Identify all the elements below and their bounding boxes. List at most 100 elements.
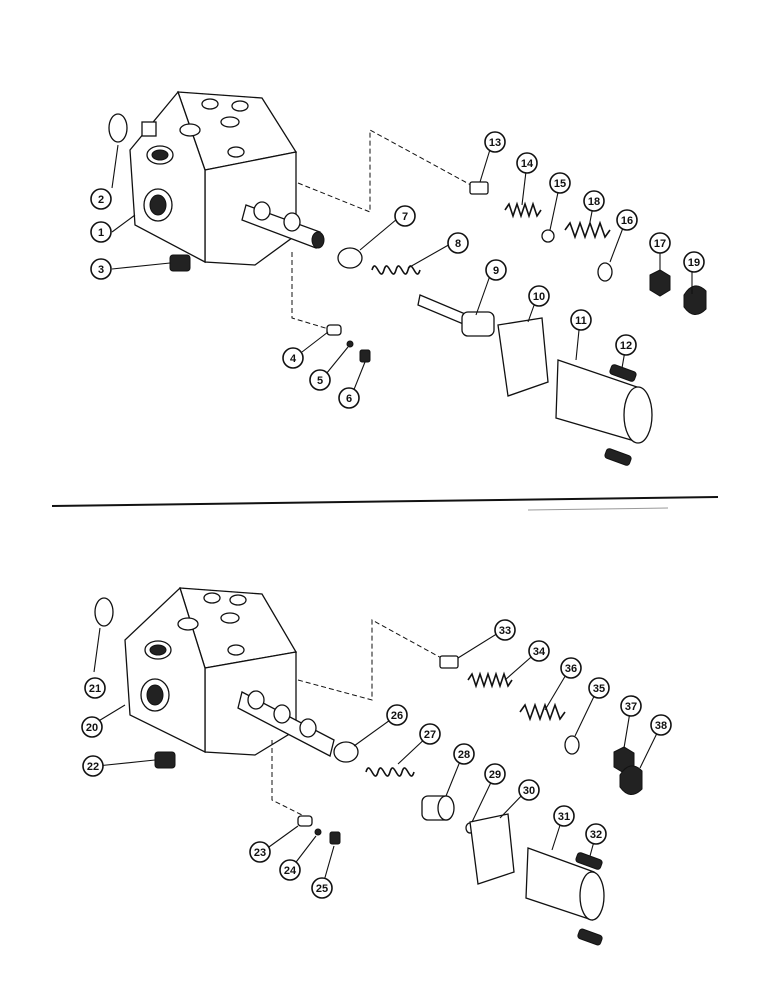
upper-cap-plate bbox=[497, 317, 549, 397]
upper-callout-4: 4 bbox=[282, 347, 304, 369]
callout-number: 8 bbox=[455, 238, 461, 250]
callout-circle bbox=[90, 188, 112, 210]
lower-callout-26: 26 bbox=[386, 704, 408, 726]
callout-number: 15 bbox=[554, 178, 566, 190]
upper-callout-7: 7 bbox=[394, 205, 416, 227]
callout-number: 25 bbox=[316, 883, 328, 895]
lower-callout-24: 24 bbox=[279, 859, 301, 881]
callout-number: 2 bbox=[98, 194, 104, 206]
callout-circle bbox=[616, 209, 638, 231]
callout-number: 29 bbox=[489, 769, 501, 781]
callout-circle bbox=[447, 232, 469, 254]
lower-callout-27: 27 bbox=[419, 723, 441, 745]
callout-number: 36 bbox=[565, 663, 577, 675]
callout-circle bbox=[394, 205, 416, 227]
callout-circle bbox=[485, 259, 507, 281]
callout-number: 30 bbox=[523, 785, 535, 797]
upper-relief-fitting bbox=[469, 181, 489, 195]
callout-circle bbox=[518, 779, 540, 801]
lower-cap-screw bbox=[575, 852, 603, 870]
upper-cap-screw bbox=[609, 364, 637, 382]
callout-number: 18 bbox=[588, 196, 600, 208]
upper-centering-spring bbox=[371, 265, 421, 275]
upper-spool-bolt bbox=[417, 294, 495, 337]
callout-circle bbox=[588, 677, 610, 699]
callout-circle bbox=[90, 258, 112, 280]
lower-relief-spring bbox=[467, 671, 513, 689]
callout-circle bbox=[494, 619, 516, 641]
upper-callout-2: 2 bbox=[90, 188, 112, 210]
upper-callout-19: 19 bbox=[683, 251, 705, 273]
upper-cap-screw-lower bbox=[604, 448, 632, 466]
callout-number: 27 bbox=[424, 729, 436, 741]
callout-number: 9 bbox=[493, 265, 499, 277]
upper-callout-15: 15 bbox=[549, 172, 571, 194]
callout-circle bbox=[84, 677, 106, 699]
callout-number: 5 bbox=[317, 375, 323, 387]
upper-callout-13: 13 bbox=[484, 131, 506, 153]
callout-circle bbox=[615, 334, 637, 356]
callout-circle bbox=[419, 723, 441, 745]
upper-callout-3: 3 bbox=[90, 258, 112, 280]
callout-circle bbox=[560, 657, 582, 679]
lower-spring-seat bbox=[333, 741, 359, 763]
lower-assembly bbox=[91, 586, 662, 946]
upper-plug bbox=[169, 254, 191, 272]
callout-circle bbox=[484, 763, 506, 785]
callout-number: 7 bbox=[402, 211, 408, 223]
callout-labels: 1234567891011121314151617181920212223242… bbox=[81, 131, 705, 899]
callout-circle bbox=[650, 714, 672, 736]
lower-callout-23: 23 bbox=[249, 841, 271, 863]
upper-callout-14: 14 bbox=[516, 152, 538, 174]
callout-number: 6 bbox=[346, 393, 352, 405]
lower-plug bbox=[154, 751, 176, 769]
callout-number: 1 bbox=[98, 227, 104, 239]
callout-number: 37 bbox=[625, 701, 637, 713]
upper-callout-18: 18 bbox=[583, 190, 605, 212]
lower-cap-plate bbox=[469, 813, 515, 885]
upper-callout-12: 12 bbox=[615, 334, 637, 356]
lower-callout-34: 34 bbox=[528, 640, 550, 662]
lower-spring-small bbox=[329, 831, 341, 845]
upper-callout-1: 1 bbox=[90, 221, 112, 243]
callout-circle bbox=[649, 232, 671, 254]
callout-circle bbox=[309, 369, 331, 391]
callout-circle bbox=[570, 309, 592, 331]
callout-number: 19 bbox=[688, 257, 700, 269]
callout-number: 31 bbox=[558, 811, 570, 823]
lower-ball bbox=[314, 828, 322, 836]
lower-o-ring bbox=[94, 597, 114, 627]
callout-number: 24 bbox=[284, 865, 297, 877]
callout-number: 4 bbox=[290, 353, 297, 365]
callout-number: 33 bbox=[499, 625, 511, 637]
upper-detent-screw bbox=[326, 324, 342, 336]
callout-circle bbox=[516, 152, 538, 174]
callout-circle bbox=[620, 695, 642, 717]
callout-circle bbox=[386, 704, 408, 726]
upper-end-cap bbox=[555, 359, 653, 444]
lower-callout-22: 22 bbox=[82, 755, 104, 777]
lower-adjust-spring bbox=[519, 702, 566, 722]
lower-callout-29: 29 bbox=[484, 763, 506, 785]
upper-callout-5: 5 bbox=[309, 369, 331, 391]
callout-number: 3 bbox=[98, 264, 104, 276]
lower-detent-screw bbox=[297, 815, 313, 827]
lower-callout-35: 35 bbox=[588, 677, 610, 699]
upper-adjust-spring bbox=[564, 220, 611, 240]
upper-callout-6: 6 bbox=[338, 387, 360, 409]
callout-number: 22 bbox=[87, 761, 99, 773]
section-divider-faint bbox=[527, 507, 669, 511]
upper-valve-body bbox=[129, 90, 298, 266]
callout-number: 23 bbox=[254, 847, 266, 859]
callout-circle bbox=[279, 859, 301, 881]
callout-circle bbox=[553, 805, 575, 827]
upper-spring-seat bbox=[337, 247, 363, 269]
callout-number: 35 bbox=[593, 683, 605, 695]
callout-circle bbox=[583, 190, 605, 212]
lower-callout-30: 30 bbox=[518, 779, 540, 801]
lower-callout-20: 20 bbox=[81, 716, 103, 738]
callout-circle bbox=[282, 347, 304, 369]
callout-circle bbox=[528, 640, 550, 662]
upper-callout-8: 8 bbox=[447, 232, 469, 254]
